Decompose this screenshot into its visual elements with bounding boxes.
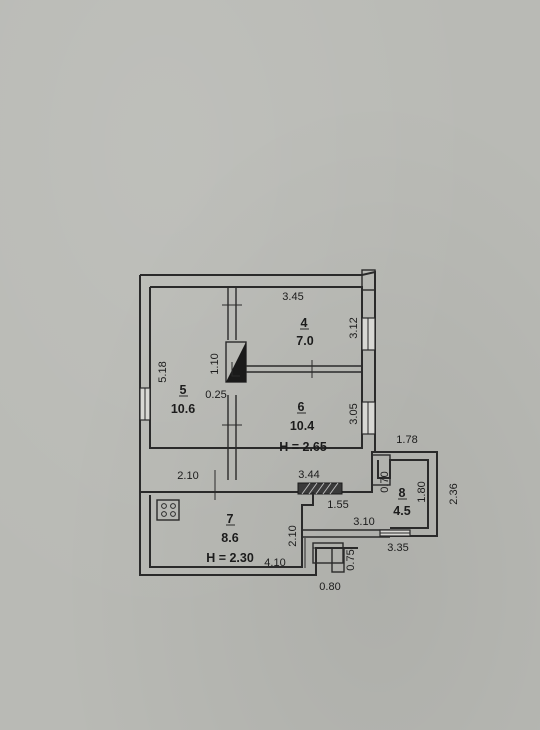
dim-room5-width: 2.10 <box>177 470 198 482</box>
dim-annex-step: 0.70 <box>379 471 391 492</box>
room8-number: 8 <box>399 486 406 500</box>
dim-annex-outer-height: 2.36 <box>448 483 460 504</box>
annex-step <box>371 454 391 486</box>
kitchen-inner-wall <box>149 492 314 568</box>
dim-stair-width: 0.25 <box>205 389 226 401</box>
stair-fill <box>226 342 246 382</box>
dim-kitchen-width: 4.10 <box>264 557 285 569</box>
room8-area: 4.5 <box>393 504 410 518</box>
room7-area: 8.6 <box>221 531 238 545</box>
corner-block <box>361 269 376 291</box>
room4-area: 7.0 <box>296 334 313 348</box>
dim-kitchen-step-width: 1.55 <box>327 499 348 511</box>
room7-number: 7 <box>227 512 234 526</box>
room5-number: 5 <box>180 383 187 397</box>
dim-kitchen-depth: 2.10 <box>287 525 299 546</box>
dim-niche-width: 0.80 <box>319 581 340 593</box>
stove-icon <box>156 499 180 521</box>
kitchen-door <box>312 542 344 564</box>
niche <box>331 547 345 573</box>
room6-area: 10.4 <box>290 419 314 433</box>
dim-top-width: 3.45 <box>282 291 303 303</box>
room6-number: 6 <box>298 400 305 414</box>
dim-kitchen-mid-width: 3.10 <box>353 516 374 528</box>
dim-annex-width: 1.78 <box>396 434 417 446</box>
room7-height: H = 2.30 <box>206 551 254 565</box>
dim-room6-height: 3.05 <box>348 403 360 424</box>
room6-height: H = 2.65 <box>279 440 327 454</box>
room5-area: 10.6 <box>171 402 195 416</box>
annex-outer-wall <box>372 451 438 537</box>
dim-stair-length: 1.10 <box>209 353 221 374</box>
house-outer-wall <box>139 270 376 493</box>
dim-bottom-right-width: 3.35 <box>387 542 408 554</box>
house-inner-wall <box>149 286 363 449</box>
dim-annex-inner-height: 1.80 <box>416 481 428 502</box>
dim-niche-depth: 0.75 <box>345 549 357 570</box>
dim-room4-height: 3.12 <box>348 317 360 338</box>
room4-number: 4 <box>301 316 308 330</box>
dim-room5-height: 5.18 <box>157 361 169 382</box>
dim-room6-width: 3.44 <box>298 469 319 481</box>
stair-arrow <box>231 362 240 377</box>
